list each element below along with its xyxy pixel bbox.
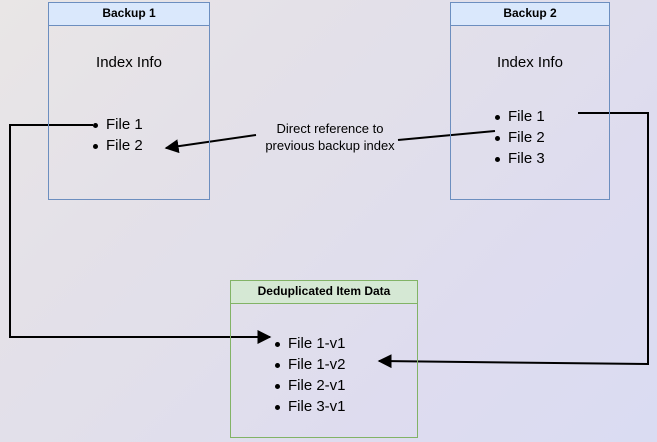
list-item: File 1 [493, 106, 545, 127]
list-item: File 2-v1 [273, 375, 346, 396]
box-backup-1-body: Index Info File 1 File 2 [49, 26, 209, 199]
box-deduplicated-item-data-body: File 1-v1 File 1-v2 File 2-v1 File 3-v1 [231, 304, 417, 437]
backup-2-index-info-label: Index Info [497, 54, 563, 71]
list-item: File 1-v2 [273, 354, 346, 375]
edge-label-line-1: Direct reference to [276, 121, 384, 136]
list-item: File 2 [493, 127, 545, 148]
box-backup-2-header: Backup 2 [451, 3, 609, 26]
list-item: File 2 [91, 135, 143, 156]
box-backup-1-header: Backup 1 [49, 3, 209, 26]
box-deduplicated-item-data-header: Deduplicated Item Data [231, 281, 417, 304]
list-item: File 1-v1 [273, 333, 346, 354]
box-backup-1[interactable]: Backup 1 Index Info File 1 File 2 [48, 2, 210, 200]
backup-1-index-info-label: Index Info [96, 54, 162, 71]
list-item: File 3 [493, 148, 545, 169]
edge-label-direct-reference: Direct reference to previous backup inde… [243, 120, 417, 154]
backup-1-file-list: File 1 File 2 [91, 114, 143, 156]
box-backup-2-body: Index Info File 1 File 2 File 3 [451, 26, 609, 199]
list-item: File 1 [91, 114, 143, 135]
box-backup-2[interactable]: Backup 2 Index Info File 1 File 2 File 3 [450, 2, 610, 200]
backup-2-file-list: File 1 File 2 File 3 [493, 106, 545, 169]
dedup-file-list: File 1-v1 File 1-v2 File 2-v1 File 3-v1 [273, 333, 346, 417]
edge-label-line-2: previous backup index [265, 138, 395, 153]
list-item: File 3-v1 [273, 396, 346, 417]
box-deduplicated-item-data[interactable]: Deduplicated Item Data File 1-v1 File 1-… [230, 280, 418, 438]
